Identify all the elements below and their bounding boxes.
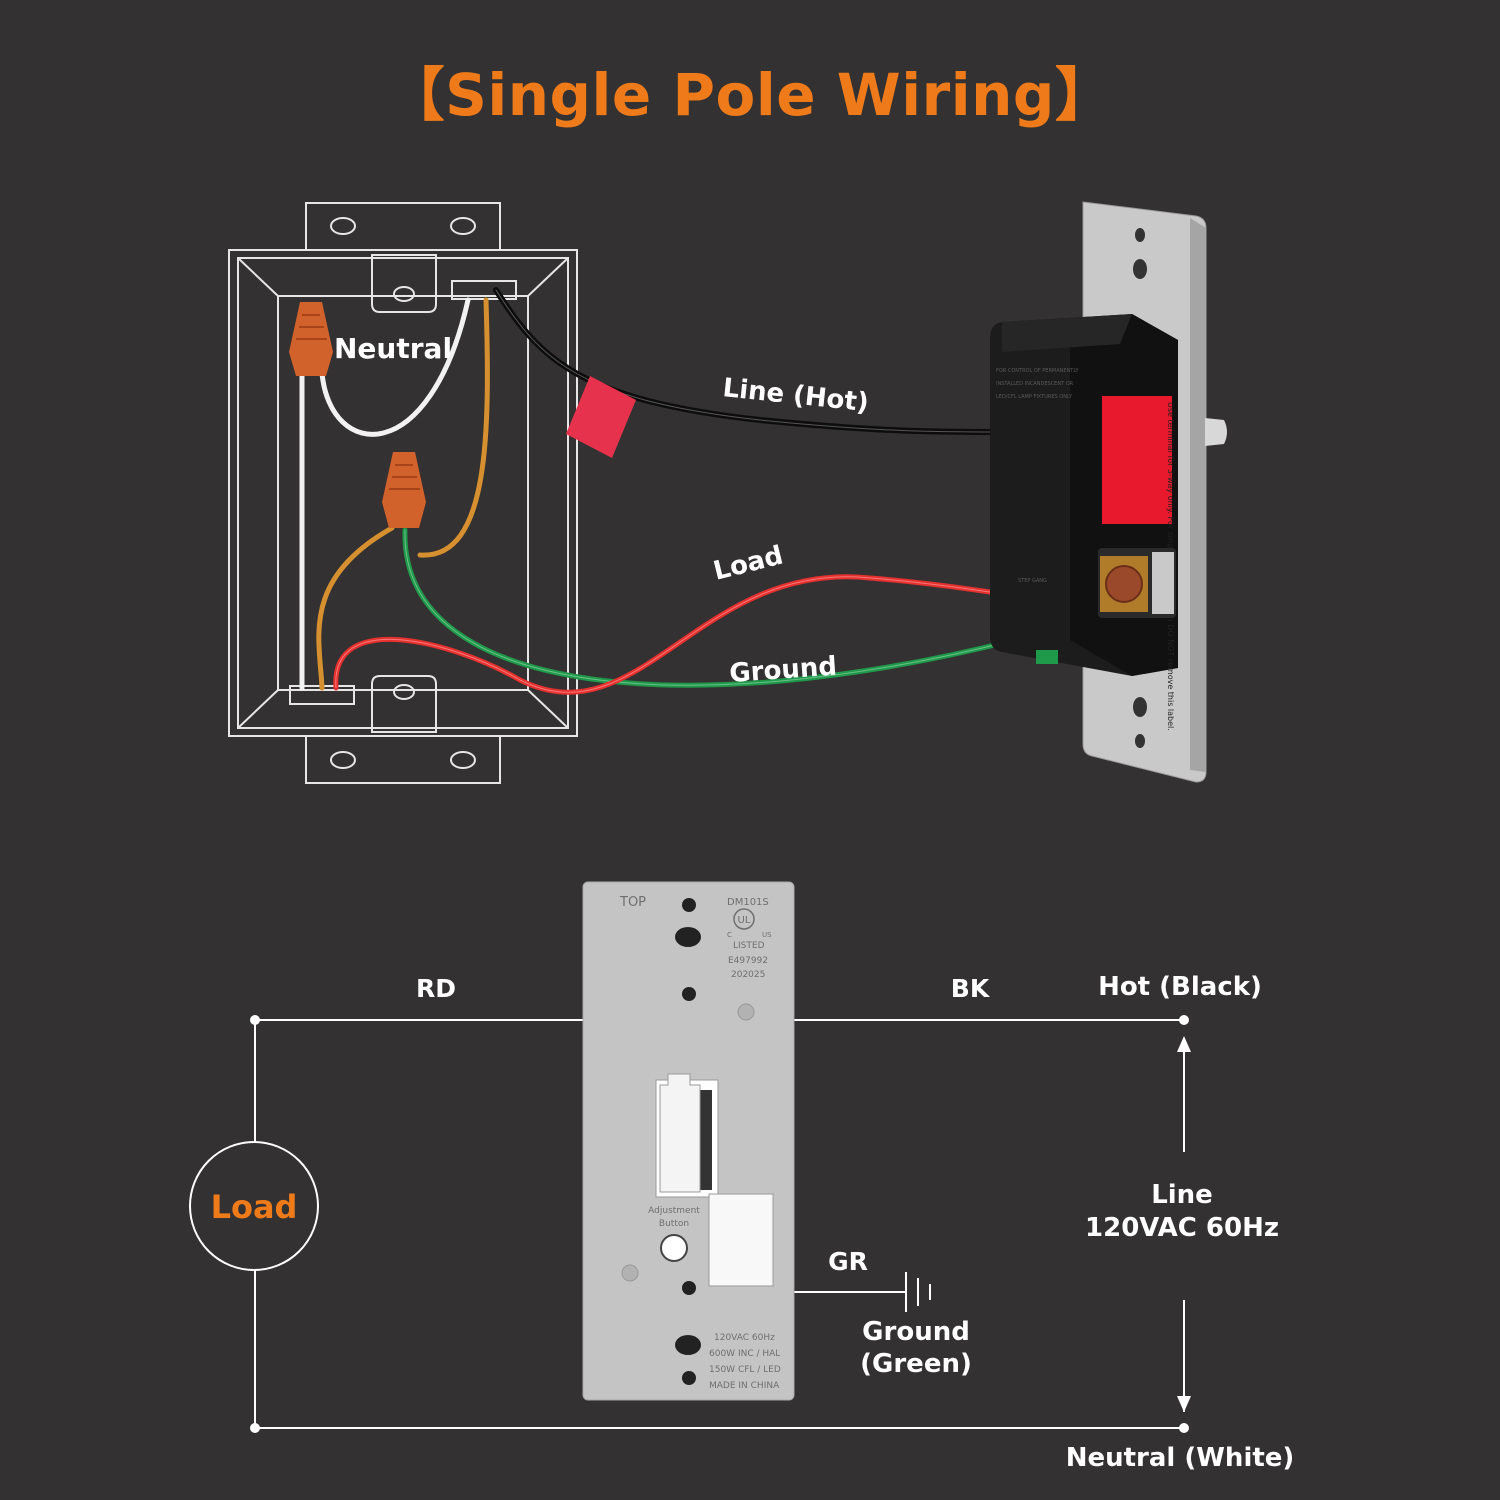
svg-text:US: US	[762, 931, 772, 939]
strap-hole	[1135, 228, 1145, 242]
box-bottom-ear-hole-right	[450, 751, 476, 769]
neutral-wire-loop	[319, 297, 471, 437]
wire-nut-neutral	[289, 302, 333, 376]
box-inner	[277, 295, 529, 691]
plate-screw-slot-bottom	[675, 1335, 701, 1355]
svg-text:FOR CONTROL OF PERMANENTLY: FOR CONTROL OF PERMANENTLY	[996, 368, 1079, 374]
schematic	[189, 1019, 1185, 1429]
gr-label: GR	[828, 1247, 868, 1276]
box-top-ear-hole-right	[450, 217, 476, 235]
ul-logo	[733, 908, 755, 930]
cert-number-2: 202025	[731, 970, 765, 980]
box-bottom-screw-tab	[371, 675, 437, 733]
box-bottom-ear-hole-left	[330, 751, 356, 769]
wall-box	[228, 202, 578, 784]
ground-screw	[1036, 650, 1058, 664]
svg-text:INSTALLED INCANDESCENT OR: INSTALLED INCANDESCENT OR	[996, 381, 1074, 387]
arrow-head-up	[1177, 1036, 1191, 1052]
line-hot-label: Line (Hot)	[721, 373, 870, 418]
rating-line-2: 600W INC / HAL	[709, 1349, 780, 1359]
plate-screw-slot	[675, 927, 701, 947]
neutral-white-label: Neutral (White)	[1066, 1443, 1295, 1473]
strap-screw-slot-bottom	[1133, 697, 1147, 717]
load-circle-label: Load	[211, 1188, 298, 1226]
svg-text:UL: UL	[738, 915, 751, 926]
box-rim	[237, 257, 569, 729]
box-top-screw-tab	[371, 254, 437, 313]
bare-ground-loop	[417, 297, 490, 558]
plate-screw	[737, 1003, 755, 1021]
arrow-head-down	[1177, 1396, 1191, 1412]
line-label: Line	[1151, 1180, 1213, 1210]
box-top-ear-hole-left	[330, 217, 356, 235]
node-neutral	[1179, 1423, 1189, 1433]
strap-screw-slot	[1133, 259, 1147, 279]
cert-number-1: E497992	[728, 956, 768, 966]
hot-wire	[493, 287, 999, 435]
warning-label	[1102, 396, 1172, 524]
diagram-title: 【Single Pole Wiring】	[386, 61, 1114, 129]
ground-green-label: Ground	[862, 1317, 970, 1347]
switch-device: FOR CONTROL OF PERMANENTLY INSTALLED INC…	[990, 201, 1227, 783]
dimmer-front: TOP DM101S UL C US LISTED E497992 202025…	[582, 881, 795, 1401]
ground-wire	[402, 527, 1018, 688]
wire-nut-ground	[382, 452, 426, 528]
neutral-label: Neutral	[334, 332, 452, 365]
listed-mark: LISTED	[733, 941, 765, 951]
adjustment-label-1: Adjustment	[648, 1206, 700, 1216]
bare-ground-down	[316, 525, 395, 691]
terminal-screw	[1105, 565, 1143, 603]
box-outer	[228, 249, 578, 737]
svg-text:LED/CFL LAMP FIXTURES ONLY: LED/CFL LAMP FIXTURES ONLY	[996, 394, 1073, 400]
bk-label: BK	[951, 974, 991, 1003]
line-voltage-label: 120VAC 60Hz	[1085, 1213, 1279, 1243]
load-circle	[189, 1141, 319, 1271]
rating-line-3: 150W CFL / LED	[709, 1365, 781, 1375]
load-wire	[333, 574, 1075, 695]
red-tape-marker	[566, 376, 636, 458]
node-bottom-left	[250, 1423, 260, 1433]
svg-text:C: C	[727, 931, 732, 939]
node-hot	[1179, 1015, 1189, 1025]
box-top-ear	[305, 202, 501, 251]
svg-text:STEP GANG: STEP GANG	[1018, 578, 1047, 584]
strap-hole-bottom	[1135, 734, 1145, 748]
node-top-left	[250, 1015, 260, 1025]
adjustment-label-2: Button	[659, 1219, 689, 1229]
box-wiring	[299, 287, 1075, 695]
dimmer-paddle	[708, 1193, 774, 1287]
plate-hole	[682, 898, 696, 912]
adjustment-button	[660, 1234, 688, 1262]
load-label: Load	[710, 541, 786, 587]
top-marking: TOP	[619, 895, 646, 910]
toggle-lever	[1205, 418, 1227, 446]
rating-line-1: 120VAC 60Hz	[714, 1333, 775, 1343]
hot-black-label: Hot (Black)	[1098, 972, 1262, 1002]
box-bottom-ear	[305, 735, 501, 784]
ground-green-sublabel: (Green)	[860, 1349, 972, 1379]
ground-label: Ground	[728, 652, 837, 689]
model-number: DM101S	[727, 897, 769, 908]
dimmer-slider	[659, 1073, 701, 1193]
rating-line-4: MADE IN CHINA	[709, 1381, 780, 1391]
rd-label: RD	[416, 974, 456, 1003]
